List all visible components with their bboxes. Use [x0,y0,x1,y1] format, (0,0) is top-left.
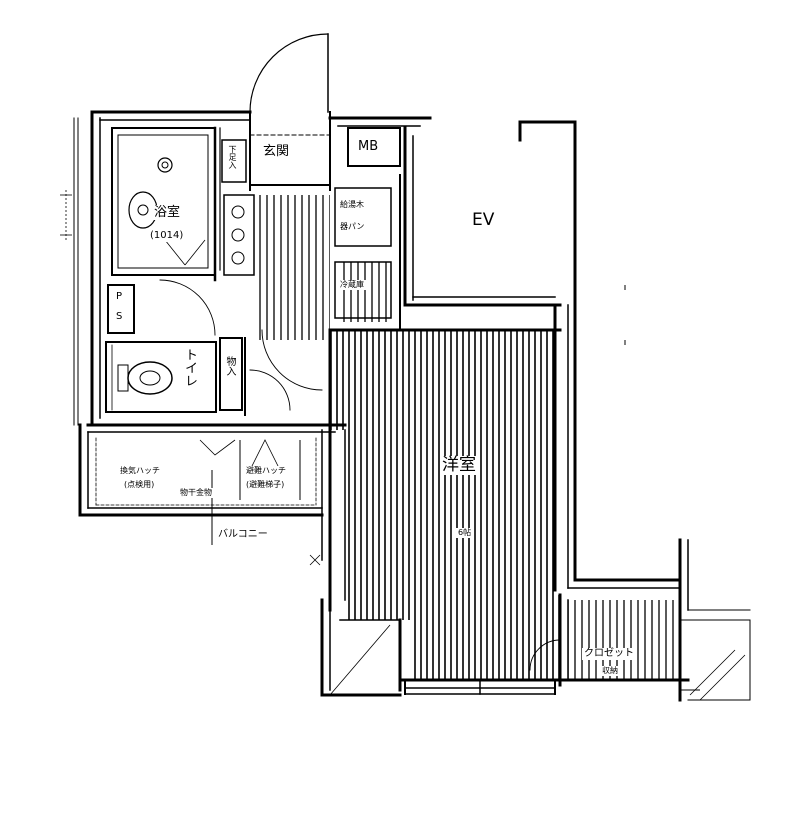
bath-label: 浴室 [152,205,183,220]
closet-sub-label: 収納 [600,666,620,676]
toilet-fixture [117,361,173,395]
ev-corner-marks [624,285,700,691]
storage-label: 物入 [224,356,235,376]
mb-label: MB [358,139,379,154]
walls [73,33,751,702]
western-sub-label: 6帖 [456,528,474,538]
closet-label: クロゼット [582,648,636,660]
left-dimension-marks [60,190,321,566]
western-room-floor [330,330,560,680]
shoe-box-label: 下足入 [228,145,237,169]
water-heater-label-1: 給湯木 [338,200,366,210]
entrance-label: 玄関 [263,144,290,159]
balcony-label: バルコニー [218,529,268,540]
ps-label-s: S [116,311,123,322]
vent-hatch-left-label: 換気ハッチ [118,466,162,476]
water-heater-label-2: 器パン [338,222,367,232]
corridor-floor [258,195,390,340]
laundry-fixture-label: 物干金物 [178,488,214,498]
escape-hatch-label: 避難ハッチ [244,466,288,476]
escape-hatch-sub: (避難梯子) [244,480,287,490]
balcony-hatches [199,439,301,500]
vent-hatch-left-sub: (点検用) [122,480,157,490]
closet-floor [568,600,678,680]
ps-label-p: P [116,291,123,302]
fridge-label: 冷蔵庫 [338,280,366,290]
washer-fixtures [231,205,245,265]
toilet-label: トイレ [182,348,197,387]
western-room-label: 洋室 [440,455,478,475]
ev-label: EV [472,210,495,230]
balcony-diagonal-hatch [329,624,746,701]
bath-size-label: (1014) [148,230,186,242]
